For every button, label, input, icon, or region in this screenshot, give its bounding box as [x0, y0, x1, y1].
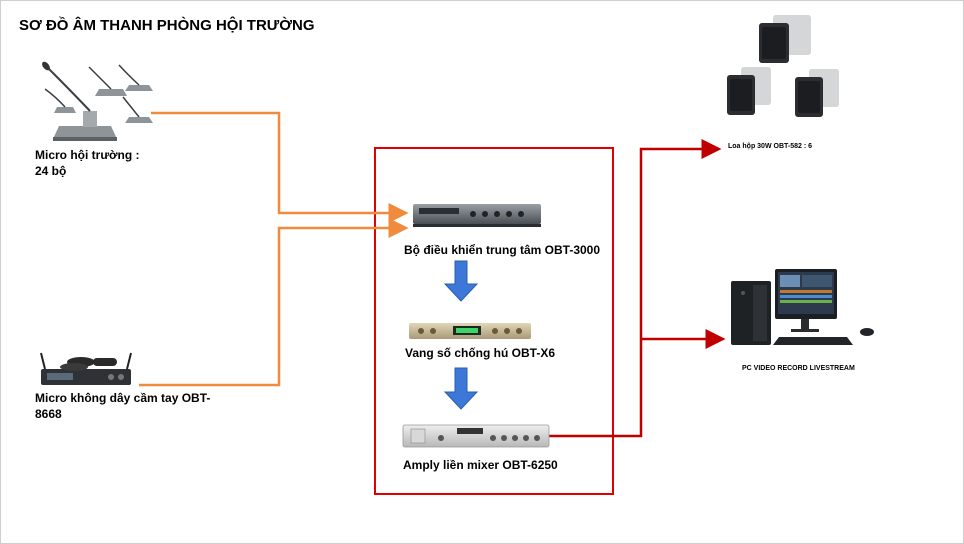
box-speaker-icon: [795, 69, 839, 117]
amplifier-label: Amply liền mixer OBT-6250: [403, 458, 558, 472]
echo-processor-label: Vang số chống hú OBT-X6: [405, 346, 556, 360]
pc-label: PC VIDEO RECORD LIVESTREAM: [742, 365, 855, 372]
arrow-down-icon: [443, 260, 479, 302]
wireless-microphone-icon: [40, 352, 132, 385]
wireless-mic-label: Micro không dây cầm tay OBT-8668: [35, 391, 211, 421]
conference-mic-label: Micro hội trường : 24 bộ: [35, 148, 140, 178]
box-speaker-icon: [759, 15, 811, 63]
processing-frame: [374, 147, 614, 495]
desktop-pc-icon: [731, 281, 771, 345]
rack-device-icon: [402, 424, 550, 448]
mouse-icon: [860, 328, 874, 336]
central-controller-label: Bộ điều khiển trung tâm OBT-3000: [404, 243, 601, 257]
conference-mic-line: [151, 111, 409, 223]
keyboard-icon: [773, 337, 853, 345]
wireless-mic-line: [139, 218, 409, 387]
monitor-icon: [775, 269, 837, 332]
arrow-down-icon: [443, 367, 479, 410]
box-speaker-icon: [727, 67, 771, 115]
rack-device-icon: [413, 204, 541, 227]
conference-microphone-icon: [42, 61, 153, 141]
amplifier-output-line: [549, 139, 722, 438]
speaker-label: Loa hộp 30W OBT-582 : 6: [728, 143, 813, 150]
diagram-title: SƠ ĐỒ ÂM THANH PHÒNG HỘI TRƯỜNG: [19, 17, 315, 34]
rack-device-icon: [409, 323, 531, 339]
